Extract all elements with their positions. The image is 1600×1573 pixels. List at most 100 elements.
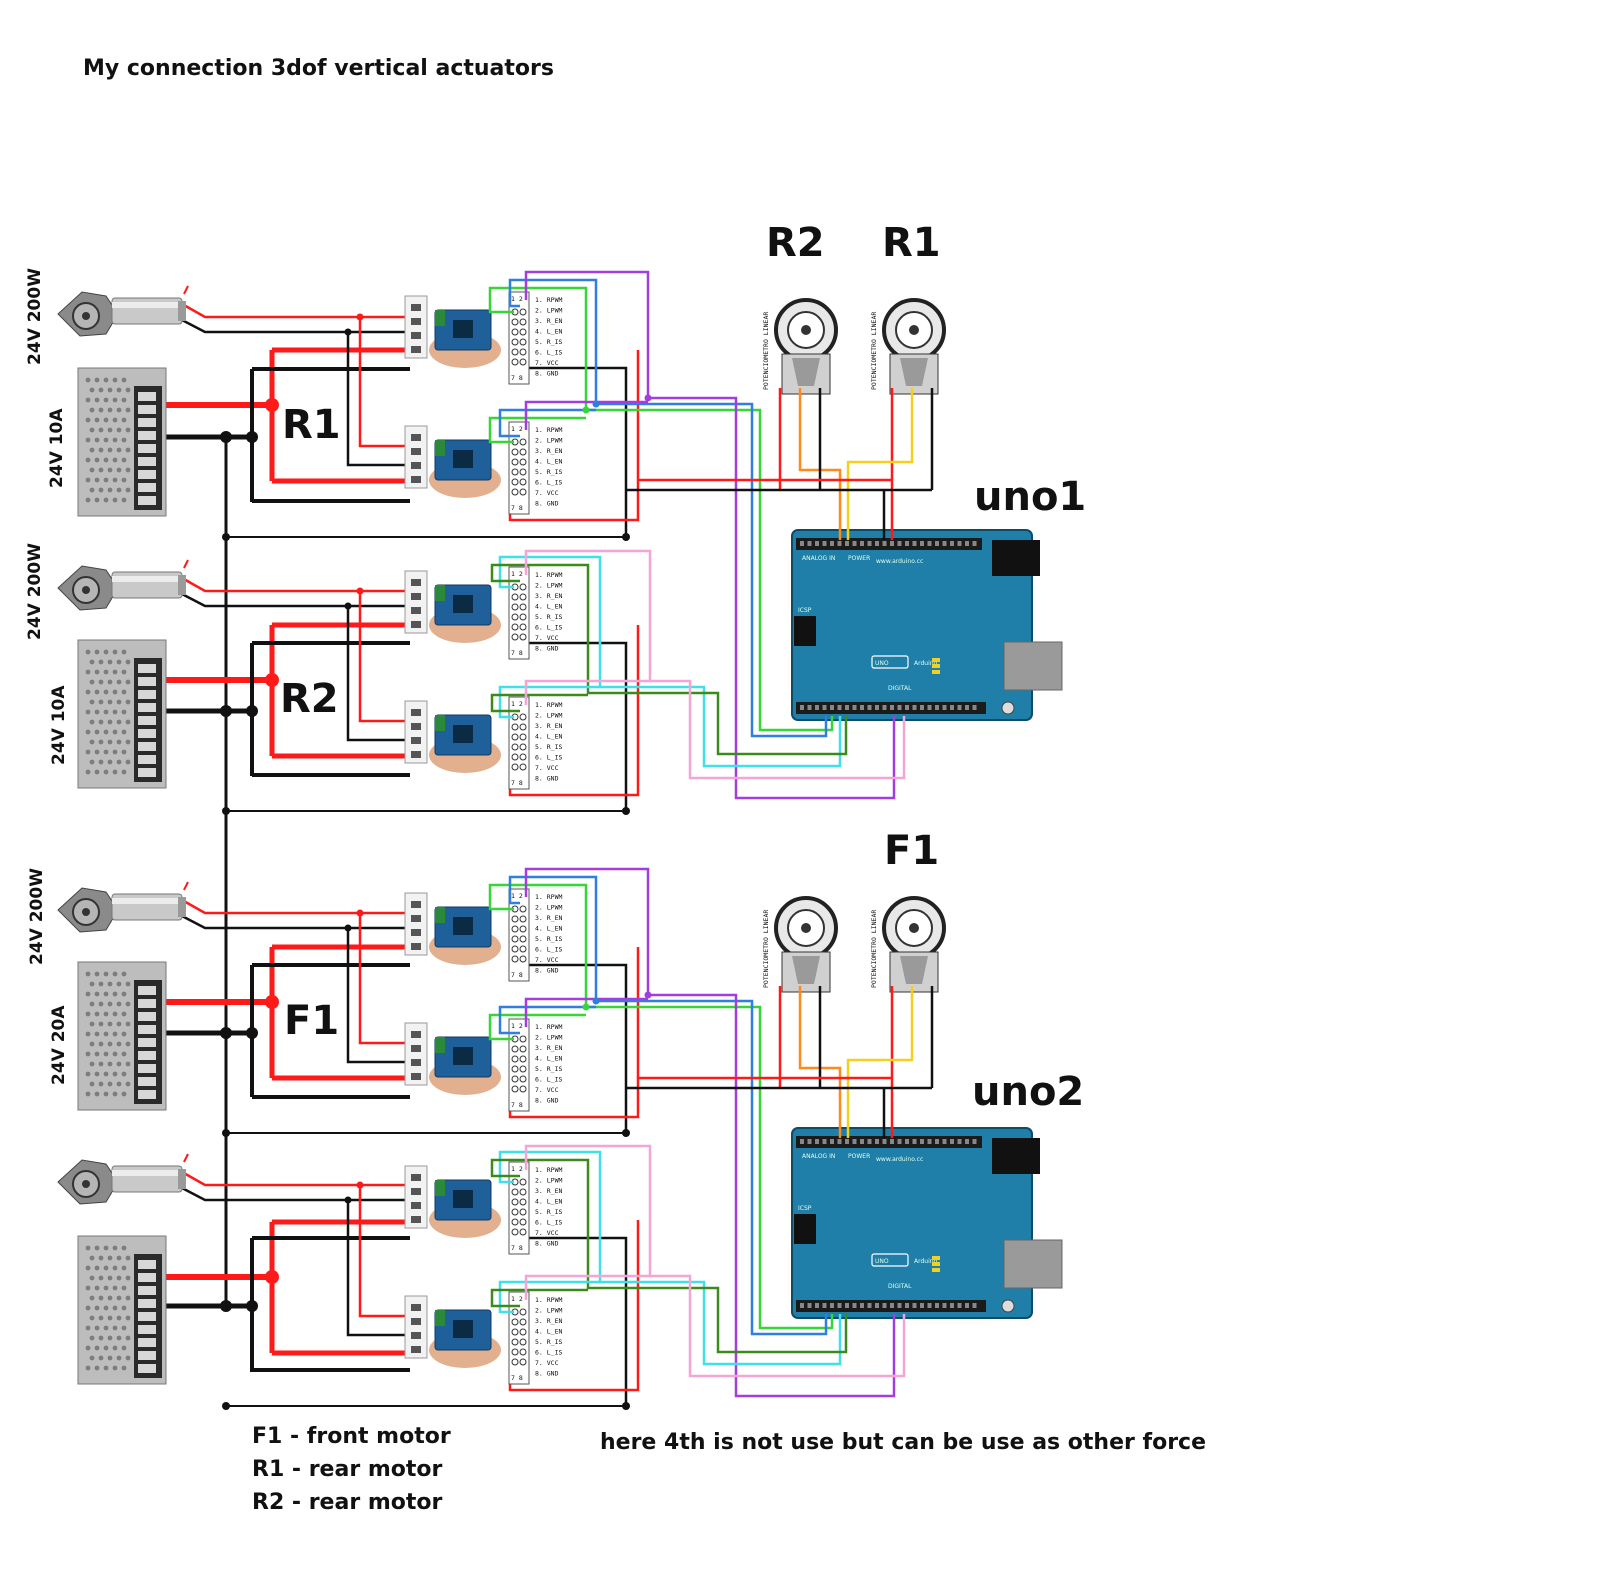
board-digital-text: DIGITAL (888, 1283, 912, 1290)
driver-chip (453, 1190, 473, 1208)
driver-chip (453, 450, 473, 468)
vent-hole (121, 497, 127, 503)
vent-hole (85, 497, 91, 503)
pot-caption: POTENCIOMETRO LINEAR (870, 910, 878, 988)
power-label-motor-1: 24V 200W (25, 268, 45, 365)
vent-hole (121, 669, 127, 675)
header-pin (927, 1139, 932, 1144)
pin-socket (511, 1218, 519, 1226)
pin-socket (511, 1318, 519, 1326)
vent-hole (89, 679, 95, 685)
driver-pin-label: 4. L_EN (535, 458, 562, 466)
pin-socket (519, 613, 527, 621)
vent-hole (89, 427, 95, 433)
header-label-top: 1 2 (511, 1295, 523, 1303)
pin-socket (519, 603, 527, 611)
header-pin (800, 705, 804, 710)
vent-hole (116, 447, 122, 453)
vent-hole (103, 1305, 109, 1311)
status-led (932, 1262, 940, 1266)
signal-wire (490, 1288, 588, 1308)
signal-wire (524, 549, 906, 780)
vent-hole (125, 699, 131, 705)
psu-vent-holes (85, 377, 131, 503)
page-title: My connection 3dof vertical actuators (83, 56, 554, 81)
vent-hole (98, 739, 104, 745)
usb-port (1003, 1239, 1063, 1289)
header-pin (800, 1303, 804, 1308)
vent-hole (94, 1305, 100, 1311)
header-pin (905, 1303, 909, 1308)
vent-hole (94, 991, 100, 997)
terminal-screw (138, 483, 156, 492)
logic-ground (510, 641, 628, 810)
header-label-bottom: 7 8 (511, 971, 523, 979)
pin-socket (511, 743, 519, 751)
board-brand-text: Arduino (914, 1258, 938, 1265)
driver-pin-label: 6. L_IS (535, 754, 562, 762)
driver-pin-label: 3. R_EN (535, 1317, 562, 1325)
vent-hole (121, 689, 127, 695)
terminal-hole (411, 929, 421, 936)
driver-pin-label: 8. GND (535, 500, 559, 508)
junction-dot (582, 406, 590, 414)
driver-pin-label: 5. R_IS (535, 468, 562, 476)
signal-wire (498, 1005, 596, 1035)
driver-pin-label: 6. L_IS (535, 1076, 562, 1084)
vent-hole (89, 1021, 95, 1027)
psu-vent-holes (85, 649, 131, 775)
motor-highlight (112, 1170, 182, 1176)
status-led (932, 658, 940, 662)
vent-hole (116, 759, 122, 765)
vent-hole (121, 1091, 127, 1097)
junction-dot (356, 313, 364, 321)
terminal-hole (411, 1318, 421, 1325)
potentiometer: POTENCIOMETRO LINEAR (870, 896, 946, 993)
pin-socket (519, 945, 527, 953)
driver-connector (435, 1310, 445, 1326)
usb-port (1003, 641, 1063, 691)
driver-pin-label: 7. VCC (535, 764, 559, 772)
vent-hole (94, 497, 100, 503)
header-pin (875, 541, 879, 546)
header-pin (867, 541, 872, 546)
driver-terminal-block (404, 700, 428, 764)
motor-lead-red-2 (358, 591, 410, 723)
terminal-screw (138, 405, 156, 414)
driver-pin-label: 2. LPWM (535, 1177, 562, 1185)
vent-hole (112, 1245, 118, 1251)
pin-socket (519, 583, 527, 591)
header-label-top: 1 2 (511, 892, 523, 900)
pin-socket (519, 1348, 527, 1356)
header-pin (867, 705, 872, 710)
pin-socket (511, 488, 519, 496)
pin-socket (519, 438, 527, 446)
vent-hole (116, 1021, 122, 1027)
pin-socket (519, 1055, 527, 1063)
vent-hole (94, 749, 100, 755)
terminal-screw (138, 1338, 156, 1347)
vent-hole (121, 649, 127, 655)
terminal-hole (411, 1202, 421, 1209)
header-label-top: 1 2 (511, 425, 523, 433)
vent-hole (85, 1091, 91, 1097)
header-pin (852, 1303, 857, 1308)
junction-dot (222, 807, 230, 815)
junction-dot (222, 1402, 230, 1410)
pin-socket (519, 1218, 527, 1226)
pin-socket (511, 478, 519, 486)
vent-hole (94, 1071, 100, 1077)
junction-dot (356, 587, 364, 595)
vent-hole (112, 1285, 118, 1291)
junction-dot (622, 533, 630, 541)
vent-hole (89, 699, 95, 705)
pin-socket (511, 733, 519, 741)
vent-hole (121, 1245, 127, 1251)
vent-hole (98, 1021, 104, 1027)
header-pin (837, 1139, 842, 1144)
vent-hole (107, 467, 113, 473)
junction-dot (246, 1027, 258, 1039)
